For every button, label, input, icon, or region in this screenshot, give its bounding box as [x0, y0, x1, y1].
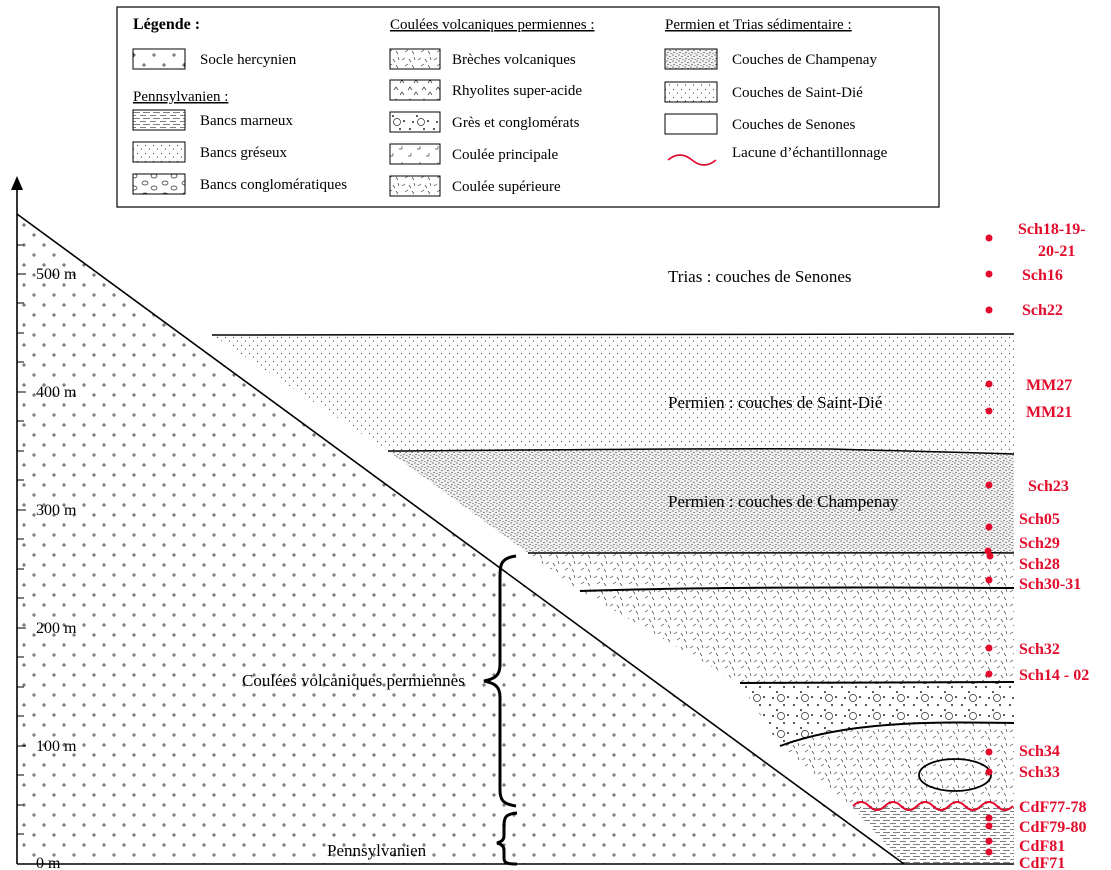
sample-mm21: MM21	[1026, 404, 1072, 421]
pennsylvanien-layer	[853, 808, 1014, 864]
legend-senones: Couches de Senones	[732, 117, 855, 133]
sample-sch18-cont: 20-21	[1038, 243, 1075, 260]
brace-pennsylvanien	[496, 811, 518, 866]
legend-volcanic-header: Coulées volcaniques permiennes :	[390, 17, 595, 33]
sample-sch05: Sch05	[1019, 511, 1060, 528]
sample-sch22: Sch22	[1022, 302, 1063, 319]
legend-rhyolites: Rhyolites super-acide	[452, 83, 582, 99]
brace-coulees	[483, 554, 517, 808]
sample-sch34: Sch34	[1019, 743, 1060, 760]
legend-bancs-conglomeratiques: Bancs conglomératiques	[200, 177, 347, 193]
tick-400: 400 m	[36, 384, 77, 401]
legend-socle: Socle hercynien	[200, 52, 297, 68]
label-saint-die: Permien : couches de Saint-Dié	[668, 393, 882, 412]
sample-sch14: Sch14 - 02	[1019, 667, 1089, 684]
sample-sch16: Sch16	[1022, 267, 1063, 284]
sample-sch32: Sch32	[1019, 641, 1060, 658]
tick-100: 100 m	[36, 738, 77, 755]
tick-500: 500 m	[36, 266, 77, 283]
legend-gres-conglomerats: Grès et conglomérats	[452, 115, 580, 131]
tick-0: 0 m	[36, 855, 61, 870]
coulee-superieure-layer	[528, 552, 1014, 591]
lower-volcanic-layer	[780, 722, 1014, 808]
legend-bancs-marneux: Bancs marneux	[200, 113, 293, 129]
legend-bancs-greseux: Bancs gréseux	[200, 145, 288, 161]
legend-coulee-principale: Coulée principale	[452, 147, 559, 163]
legend-title: Légende :	[133, 16, 200, 33]
sample-cdf79: CdF79-80	[1019, 819, 1087, 836]
tick-300: 300 m	[36, 502, 77, 519]
sample-sch28: Sch28	[1019, 556, 1060, 573]
y-axis: 500 m 400 m 300 m 200 m 100 m 0 m	[11, 176, 1014, 870]
sample-mm27: MM27	[1026, 377, 1072, 394]
legend: Légende : Socle hercynien Pennsylvanien …	[116, 6, 940, 208]
legend-lacune: Lacune d’échantillonnage	[732, 145, 888, 161]
legend-sedim-header: Permien et Trias sédimentaire :	[665, 17, 852, 33]
legend-champenay: Couches de Champenay	[732, 52, 877, 68]
champenay-layer	[388, 448, 1014, 553]
sample-cdf71: CdF71	[1019, 855, 1065, 870]
label-coulees: Coulées volcaniques permiennes	[242, 671, 465, 690]
legend-pennsylvanien-header: Pennsylvanien :	[133, 89, 228, 105]
sample-cdf81: CdF81	[1019, 838, 1065, 855]
sample-sch18: Sch18-19-	[1018, 221, 1086, 238]
label-pennsylvanien: Pennsylvanien	[327, 841, 427, 860]
label-trias: Trias : couches de Senones	[668, 267, 852, 286]
sample-sch33: Sch33	[1019, 764, 1060, 781]
legend-coulee-superieure: Coulée supérieure	[452, 179, 561, 195]
legend-saint-die: Couches de Saint-Dié	[732, 85, 863, 101]
sample-sch23: Sch23	[1028, 478, 1069, 495]
tick-200: 200 m	[36, 620, 77, 637]
legend-breches: Brèches volcaniques	[452, 52, 576, 68]
label-champenay: Permien : couches de Champenay	[668, 492, 899, 511]
saint-die-layer	[212, 334, 1014, 454]
gres-conglomerats-layer	[740, 682, 1014, 746]
coulee-principale-layer	[580, 587, 1014, 683]
sample-cdf77: CdF77-78	[1019, 799, 1087, 816]
sample-points	[984, 234, 994, 856]
sample-sch30: Sch30-31	[1019, 576, 1081, 593]
lacune-line	[852, 801, 1014, 811]
sample-sch29: Sch29	[1019, 535, 1060, 552]
